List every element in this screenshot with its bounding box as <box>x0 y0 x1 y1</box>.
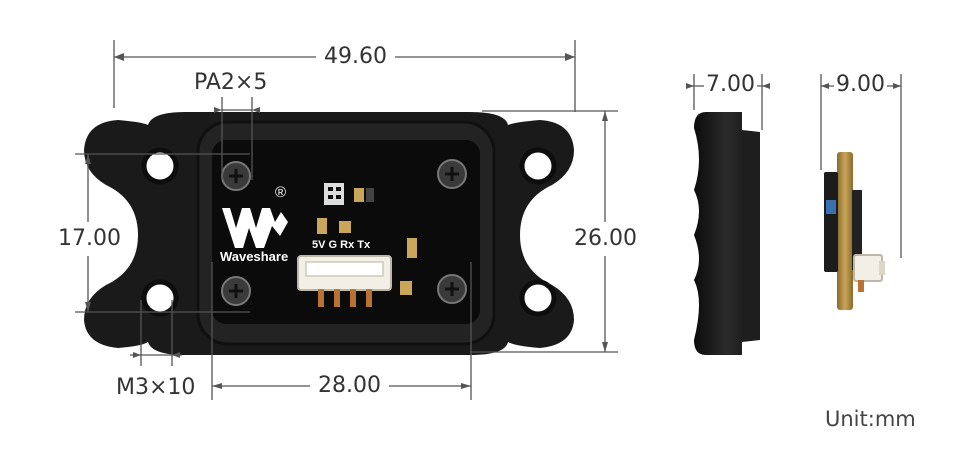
dimension-height: 26.00 <box>574 222 637 256</box>
profile-component-front <box>852 190 862 270</box>
screw-top-right <box>437 159 467 189</box>
connector-pins <box>318 289 372 307</box>
profile-view <box>824 152 885 310</box>
waveshare-logo-icon <box>222 208 288 248</box>
screw-bottom-left <box>221 276 251 306</box>
profile-connector <box>853 254 883 282</box>
screw-bottom-right <box>437 274 467 304</box>
pcb-registered-mark: ® <box>275 184 287 201</box>
dimension-screw-holes: M3×10 <box>116 375 196 400</box>
component-capacitor-3 <box>407 238 417 258</box>
pcb-brand-label: Waveshare <box>220 249 289 264</box>
front-view <box>84 112 574 355</box>
profile-component-back <box>824 172 838 272</box>
pcb-pin-labels: 5V G Rx Tx <box>312 239 371 251</box>
component-capacitor-1 <box>317 218 327 234</box>
dimension-pcb-hole-spacing: 28.00 <box>310 373 389 399</box>
unit-label: Unit:mm <box>825 407 916 431</box>
dimension-mount-holes: PA2×5 <box>194 70 268 95</box>
component-capacitor-4 <box>400 281 412 295</box>
screw-top-left <box>221 161 251 191</box>
dimension-profile-thickness: 9.00 <box>834 72 887 98</box>
component-chip <box>324 183 344 205</box>
mount-hole-top-left <box>141 147 179 185</box>
mount-hole-bottom-right <box>519 279 557 317</box>
dimension-total-width: 49.60 <box>316 44 395 70</box>
component-capacitor-2 <box>339 221 351 233</box>
component-resistor-2 <box>366 188 374 202</box>
dimension-side-thickness: 7.00 <box>704 72 757 98</box>
pcb-edge <box>837 152 853 310</box>
mount-hole-top-right <box>519 147 557 185</box>
dimension-hole-spacing-vertical: 17.00 <box>58 222 121 256</box>
component-resistor-1 <box>354 188 364 202</box>
side-view <box>694 112 760 355</box>
mount-hole-bottom-left <box>141 279 179 317</box>
